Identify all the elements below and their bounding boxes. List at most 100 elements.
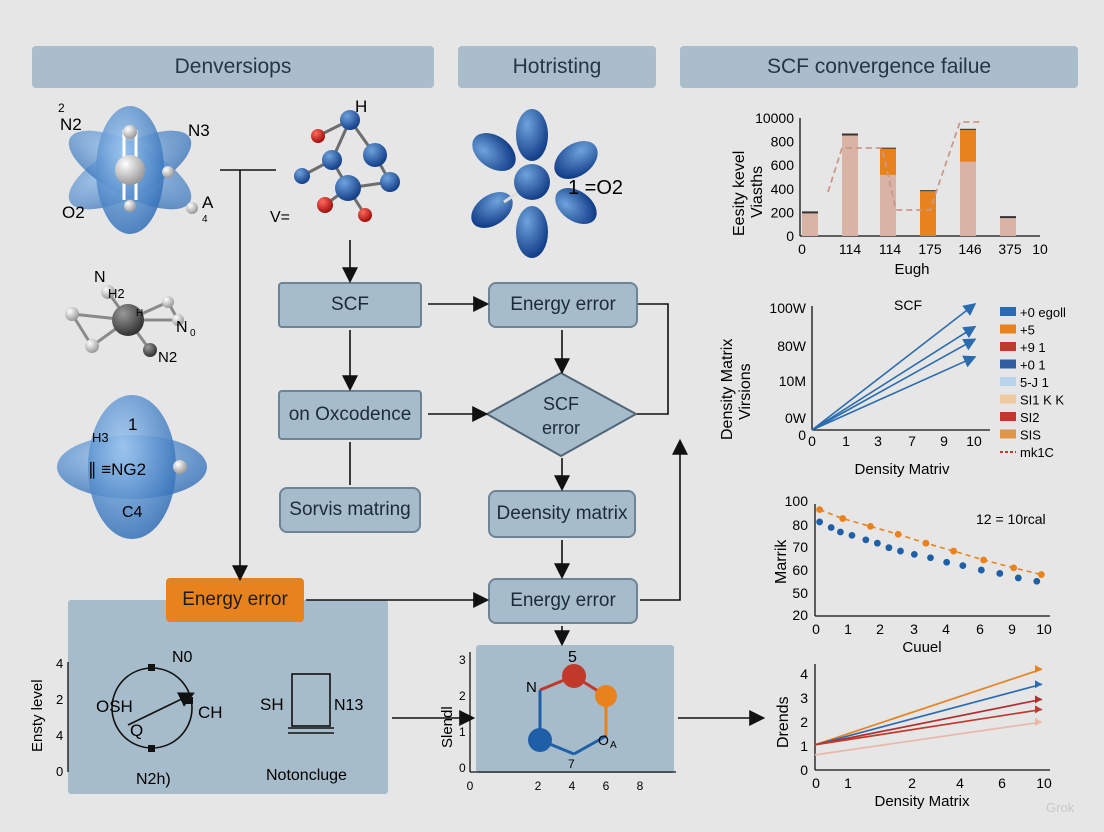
bm-xtick-4: 8 [637, 779, 644, 793]
c4-ytick: 0 [800, 762, 808, 778]
c4-xtick: 6 [998, 775, 1006, 791]
bm-xtick-3: 6 [603, 779, 610, 793]
c2-legend-swatch [1000, 377, 1016, 386]
molecule-star-3 [471, 109, 598, 258]
c3-point [910, 551, 918, 558]
c2-ytick: 10M [779, 373, 806, 389]
c3-xtick: 3 [910, 621, 918, 637]
c4-series-arrow [1035, 680, 1042, 689]
m1-a: A [202, 193, 214, 212]
c3-xtick: 1 [844, 621, 852, 637]
c2-xtick: 7 [908, 433, 916, 449]
bottom-left-panel [68, 600, 388, 794]
bm-ytick-2: 1 [459, 725, 466, 739]
c4-xtick: 0 [812, 775, 820, 791]
c3-point [816, 518, 824, 526]
c2-xtick: 1 [842, 433, 850, 449]
c4-series-line [814, 683, 1043, 746]
c3-xtick: 0 [812, 621, 820, 637]
c1-bar [802, 212, 818, 236]
m1-o2: O2 [62, 203, 85, 222]
c3-ytick: 50 [792, 585, 808, 601]
bm-ylabel: Slendl [439, 706, 456, 748]
c2-xtick: 10 [966, 433, 982, 449]
c3-xlabel: Cuuel [902, 639, 941, 656]
m2-h: H [355, 97, 367, 116]
m4-n2: N2 [158, 349, 177, 366]
m2-v: V= [270, 209, 290, 226]
c3-point [848, 531, 856, 539]
c4-ylabel: Drends [775, 696, 792, 748]
c3-point [894, 530, 902, 538]
c3-ytick: 60 [792, 562, 808, 578]
bottom-middle-axes [469, 652, 676, 773]
c2-legend-swatch [1000, 324, 1016, 334]
c1-xtick: 175 [918, 241, 942, 257]
bm-n: N [526, 679, 537, 696]
c1-xtick: 0 [798, 241, 806, 257]
c4-xtick: 2 [908, 775, 916, 791]
m1-n3: N3 [188, 121, 210, 140]
bm-b7: 7 [568, 757, 575, 771]
c1-xtick: 114 [879, 241, 902, 257]
c1-xtick: 10 [1032, 241, 1048, 257]
c3-point [839, 515, 847, 522]
header-denversiops: Denversiops [32, 46, 434, 88]
bl-sh: SH [260, 695, 284, 714]
c3-point [959, 562, 967, 569]
c3-point [1033, 577, 1041, 585]
c4-series-arrow [1035, 718, 1042, 727]
c1-xtick: 114 [839, 241, 862, 257]
c3-point [1010, 564, 1018, 572]
bl-n13: N13 [334, 697, 363, 714]
c4-series-line [814, 668, 1043, 746]
c3-ytick: 20 [792, 607, 808, 623]
c3-point [867, 523, 874, 530]
bl-n0: N0 [172, 649, 193, 666]
molecule-grey-4-atoms [65, 285, 184, 357]
m4-n0-sub: 0 [190, 328, 196, 339]
c2-legend-label: 5-J 1 [1020, 375, 1049, 390]
c4-series-arrow [1035, 695, 1042, 704]
c3-point [897, 547, 904, 555]
c2-legend-label: +5 [1020, 323, 1035, 338]
c2-legend-swatch [1000, 342, 1016, 351]
m5-ng: ∥ ≡NG2 [88, 460, 146, 479]
m1-n2: N2 [60, 115, 82, 134]
c3-ytick: 80 [792, 517, 808, 533]
c3-xtick: 6 [976, 621, 984, 637]
c3-point [977, 566, 985, 574]
c2-ytick: 0W [785, 410, 807, 426]
c2-xtick: 3 [874, 433, 882, 449]
molecule-orbital-1 [68, 106, 198, 234]
c4-ytick: 2 [800, 714, 808, 730]
molecule-ring-2-atoms [294, 110, 400, 222]
c2-legend-label: SI2 [1020, 410, 1040, 425]
sorvis-matring-box: Sorvis matring [279, 487, 421, 533]
c3-xtick: 9 [1008, 621, 1016, 637]
c2-ylabel-2: Virsions [737, 363, 754, 420]
c3-xtick: 2 [876, 621, 884, 637]
m1-a-sub: 4 [202, 214, 208, 225]
c2-series-line [811, 355, 977, 431]
m4-h2: H2 [108, 286, 125, 301]
c3-ytick: 70 [792, 539, 808, 555]
c2-legend-label: mk1C [1020, 445, 1054, 460]
c1-ylabel-1: Eesity kevel [731, 151, 748, 236]
m3-eq: 1 =O2 [568, 177, 623, 199]
bm-xtick-0: 0 [467, 779, 474, 793]
m4-n0: N [176, 319, 188, 336]
c2-xtick: 9 [940, 433, 948, 449]
c3-xtick: 10 [1036, 621, 1052, 637]
c3-ytick: 100 [785, 493, 809, 509]
bm-ytick-1: 2 [459, 689, 466, 703]
cycle-nodes [148, 664, 193, 752]
c2-legend-swatch [1000, 412, 1016, 421]
c4-series-arrow [1035, 665, 1042, 674]
c2-legend-swatch [1000, 394, 1016, 404]
bl-n2h: N2h) [136, 771, 171, 788]
c4-xtick: 4 [956, 775, 964, 791]
c3-point [1014, 574, 1022, 582]
c1-bar-highlight [960, 129, 976, 162]
